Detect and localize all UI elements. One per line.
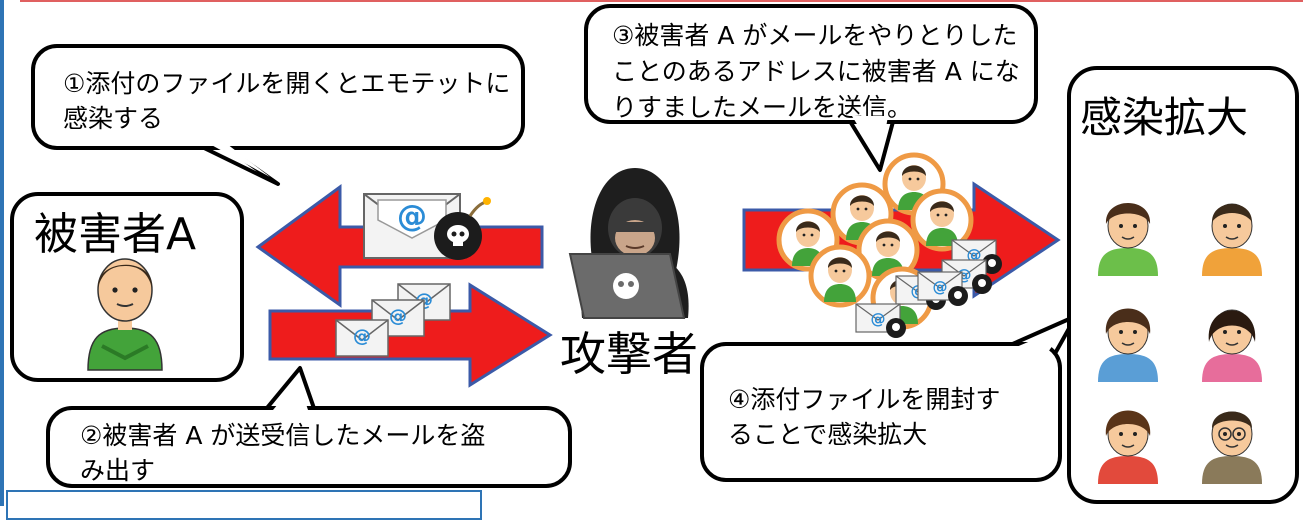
- callout-step4-line2: ることで感染拡大: [728, 420, 928, 449]
- svg-text:@: @: [353, 326, 371, 347]
- spread-box: [1067, 66, 1299, 504]
- top-rule: [20, 0, 1303, 2]
- person-icon: [1097, 308, 1159, 383]
- person-icon: [1097, 203, 1159, 277]
- svg-text:@: @: [389, 306, 407, 327]
- callout-2-tail-cover: [0, 0, 1303, 506]
- email-bomb-icon: @: [363, 193, 491, 260]
- infected-people-grid: [1097, 203, 1263, 485]
- callout-1-tail-cover: [0, 0, 1303, 506]
- callout-step1: ①添付のファイルを開くとエモテットに 感染する: [31, 44, 525, 150]
- callout-step2: ②被害者 A が送受信したメールを盗 み出す: [46, 406, 572, 488]
- callout-step3-line2: ことのあるアドレスに被害者 A にな: [612, 57, 1020, 86]
- svg-text:@: @: [397, 199, 427, 234]
- callout-step2-line2: み出す: [80, 456, 156, 485]
- laptop-icon: [568, 253, 686, 319]
- callout-step1-line1: ①添付のファイルを開くとエモテットに: [63, 69, 511, 98]
- person-icon: [1201, 411, 1263, 485]
- callout-step3-line1: ③被害者 A がメールをやりとりした: [612, 21, 1018, 50]
- spread-label: 感染拡大: [1080, 93, 1249, 142]
- attacker-label: 攻撃者: [560, 327, 698, 381]
- person-icon: [1201, 203, 1263, 277]
- callout-step4-line1: ④添付ファイルを開封す: [728, 385, 1001, 414]
- callout-step3: ③被害者 A がメールをやりとりした ことのあるアドレスに被害者 A にな りす…: [584, 4, 1038, 124]
- person-icon: [1201, 309, 1263, 383]
- victim-person-icon: [87, 258, 163, 371]
- left-accent-bar: [0, 0, 4, 506]
- callout-step4: ④添付ファイルを開封す ることで感染拡大: [700, 342, 1062, 482]
- callout-3-tail-cover: [0, 0, 1303, 506]
- callout-step1-line2: 感染する: [63, 104, 164, 133]
- victim-label: 被害者A: [34, 209, 197, 260]
- callout-4-tail-cover: [0, 0, 1303, 506]
- hacker-icon: [568, 168, 689, 319]
- callout-step2-line1: ②被害者 A が送受信したメールを盗: [80, 421, 486, 450]
- person-icon: [1097, 410, 1159, 485]
- stolen-emails-icon: @ @ @: [335, 283, 451, 357]
